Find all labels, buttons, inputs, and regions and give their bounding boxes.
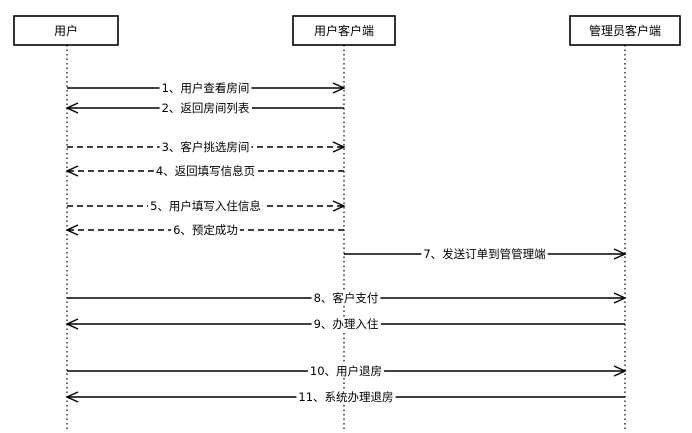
arrowhead-icon [65,224,79,236]
arrowhead-icon [332,82,346,94]
arrowhead-icon [65,318,79,330]
actor-client: 用户客户端 [292,15,396,46]
message-label-5: 5、用户填写入住信息 [150,199,261,213]
arrowhead-icon [613,292,627,304]
message-label-bg [311,291,381,305]
message-11: 11、系统办理退房 [65,390,625,404]
actor-box-admin [569,15,681,46]
arrowhead-icon [65,391,79,403]
message-label-6: 6、预定成功 [173,223,238,237]
message-label-7: 7、发送订单到管管理端 [423,247,545,261]
arrowhead-icon [65,102,79,114]
message-label-1: 1、用户查看房间 [162,81,250,95]
message-label-bg [153,164,258,178]
actor-label-client: 用户客户端 [314,23,374,38]
message-1: 1、用户查看房间 [67,81,346,95]
actor-label-admin: 管理员客户端 [589,23,661,38]
message-label-bg [148,199,263,213]
actor-user: 用户 [13,15,119,46]
message-label-bg [421,247,548,261]
message-label-bg [307,364,385,378]
arrowhead-icon [613,365,627,377]
arrowhead-icon [332,200,346,212]
arrowhead-icon [65,165,79,177]
message-label-bg [296,390,396,404]
arrowhead-icon [613,248,627,260]
message-label-9: 9、办理入住 [314,317,379,331]
message-label-bg [311,317,381,331]
message-9: 9、办理入住 [65,317,625,331]
actor-box-client [292,15,396,46]
message-label-11: 11、系统办理退房 [298,390,393,404]
message-label-bg [159,81,252,95]
message-label-8: 8、客户支付 [314,291,379,305]
message-label-bg [159,140,252,154]
message-5: 5、用户填写入住信息 [67,199,346,213]
message-label-4: 4、返回填写信息页 [156,164,255,178]
message-4: 4、返回填写信息页 [65,164,344,178]
messages: 1、用户查看房间 2、返回房间列表 3、客户挑选房间 4、返回填写信息页 5、用户填写入… [65,81,627,404]
message-2: 2、返回房间列表 [65,101,344,115]
actors: 用户 用户客户端 管理员客户端 [13,15,681,46]
message-10: 10、用户退房 [67,364,627,378]
actor-label-user: 用户 [54,23,78,38]
arrowhead-icon [332,141,346,153]
message-3: 3、客户挑选房间 [67,140,346,154]
actor-admin: 管理员客户端 [569,15,681,46]
message-6: 6、预定成功 [65,223,344,237]
actor-box-user [13,15,119,46]
message-label-2: 2、返回房间列表 [162,101,250,115]
message-8: 8、客户支付 [67,291,627,305]
message-label-3: 3、客户挑选房间 [162,140,250,154]
message-7: 7、发送订单到管管理端 [344,247,627,261]
message-label-bg [159,101,252,115]
message-label-bg [171,223,240,237]
message-label-10: 10、用户退房 [310,364,382,378]
